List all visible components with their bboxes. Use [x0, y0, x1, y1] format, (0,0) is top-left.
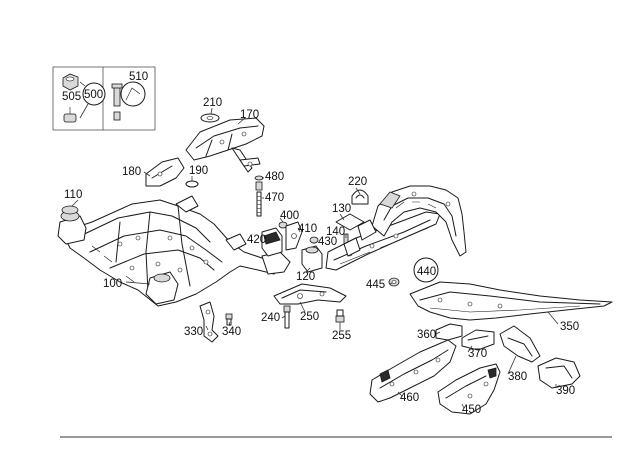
callout-380: 380 — [508, 371, 527, 383]
front-subframe — [57, 195, 291, 307]
callout-370: 370 — [468, 348, 487, 360]
callout-100: 100 — [103, 278, 122, 290]
lower-link — [273, 283, 347, 329]
callout-480: 480 — [265, 171, 284, 183]
lower-right-parts — [369, 323, 581, 415]
leader-lines — [71, 107, 559, 409]
callout-440: 440 — [417, 266, 436, 278]
callout-500: 500 — [84, 89, 103, 101]
callout-110: 110 — [64, 189, 82, 201]
callout-240: 240 — [261, 312, 280, 324]
callout-120: 120 — [296, 271, 315, 283]
callout-420: 420 — [247, 234, 266, 246]
callout-470: 470 — [265, 192, 284, 204]
wheel-arch-assembly — [325, 185, 467, 271]
callout-460: 460 — [400, 392, 419, 404]
callout-255: 255 — [332, 330, 351, 342]
callout-labels: 505 500 510 210 170 180 190 480 470 110 … — [62, 71, 579, 416]
fastener-inset — [52, 66, 156, 131]
callout-180: 180 — [122, 166, 141, 178]
callout-130: 130 — [332, 203, 351, 215]
callout-220: 220 — [348, 176, 367, 188]
callout-210: 210 — [203, 97, 222, 109]
small-parts-lower — [199, 301, 345, 343]
callout-340: 340 — [222, 326, 241, 338]
callout-390: 390 — [556, 385, 575, 397]
callout-505: 505 — [62, 91, 81, 103]
callout-250: 250 — [300, 311, 319, 323]
callout-450: 450 — [462, 404, 481, 416]
callout-360: 360 — [417, 329, 436, 341]
callout-350: 350 — [560, 321, 579, 333]
callout-430: 430 — [318, 236, 337, 248]
callout-400: 400 — [280, 210, 299, 222]
callout-170: 170 — [240, 109, 259, 121]
detail-440 — [388, 257, 439, 287]
callout-190: 190 — [189, 165, 208, 177]
callout-140: 140 — [326, 226, 345, 238]
callout-410: 410 — [298, 223, 317, 235]
long-bolt — [254, 175, 264, 217]
callout-445: 445 — [366, 279, 385, 291]
long-panel-350 — [409, 281, 613, 321]
callout-330: 330 — [184, 326, 203, 338]
upper-bracket-assembly — [145, 113, 265, 188]
callout-510: 510 — [129, 71, 148, 83]
engine-mounts — [261, 221, 323, 273]
